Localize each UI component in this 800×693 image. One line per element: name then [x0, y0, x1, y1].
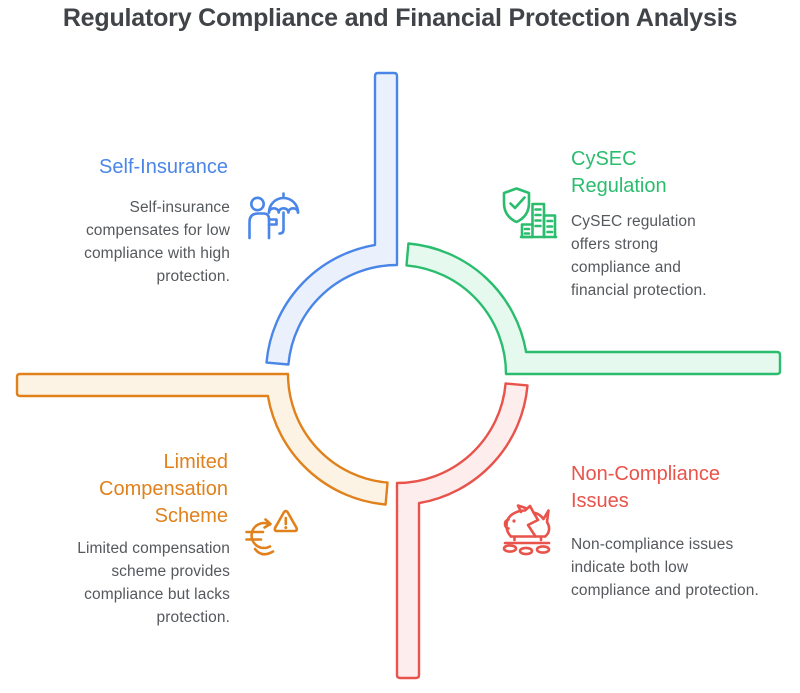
shield-check-building-icon [499, 184, 559, 244]
quadrant-limited-compensation: Limited Compensation Scheme [78, 449, 228, 530]
quadrant-cysec-regulation-body: CySEC regulation offers strong complianc… [571, 210, 729, 302]
quadrant-description: CySEC regulation offers strong complianc… [571, 213, 707, 299]
quadrant-description: Non-compliance issues indicate both low … [571, 536, 759, 599]
quadrant-heading: CySEC Regulation [571, 148, 667, 197]
quadrant-non-compliance: Non-Compliance Issues [571, 461, 751, 515]
quadrant-heading: Non-Compliance Issues [571, 463, 720, 512]
euro-warning-icon [240, 500, 300, 560]
quadrant-heading: Self-Insurance [99, 156, 228, 178]
pinwheel-segment-non-compliance-issues [395, 382, 529, 680]
quadrant-self-insurance: Self-Insurance [38, 154, 228, 181]
quadrant-description: Self-insurance compensates for low compl… [84, 199, 230, 285]
quadrant-limited-compensation-body: Limited compensation scheme provides com… [58, 537, 230, 629]
quadrant-description: Limited compensation scheme provides com… [77, 540, 230, 626]
pinwheel-segment-limited-compensation-scheme [15, 372, 389, 506]
quadrant-non-compliance-body: Non-compliance issues indicate both low … [571, 533, 761, 602]
pinwheel-segment-cysec-regulation [405, 242, 782, 376]
pinwheel-segment-self-insurance [265, 71, 399, 366]
quadrant-cysec-regulation: CySEC Regulation [571, 146, 701, 200]
person-umbrella-icon [245, 186, 303, 244]
quadrant-heading: Limited Compensation Scheme [99, 451, 228, 527]
quadrant-self-insurance-body: Self-insurance compensates for low compl… [58, 196, 230, 288]
broken-piggy-bank-icon [497, 496, 559, 558]
page-title: Regulatory Compliance and Financial Prot… [62, 4, 738, 32]
